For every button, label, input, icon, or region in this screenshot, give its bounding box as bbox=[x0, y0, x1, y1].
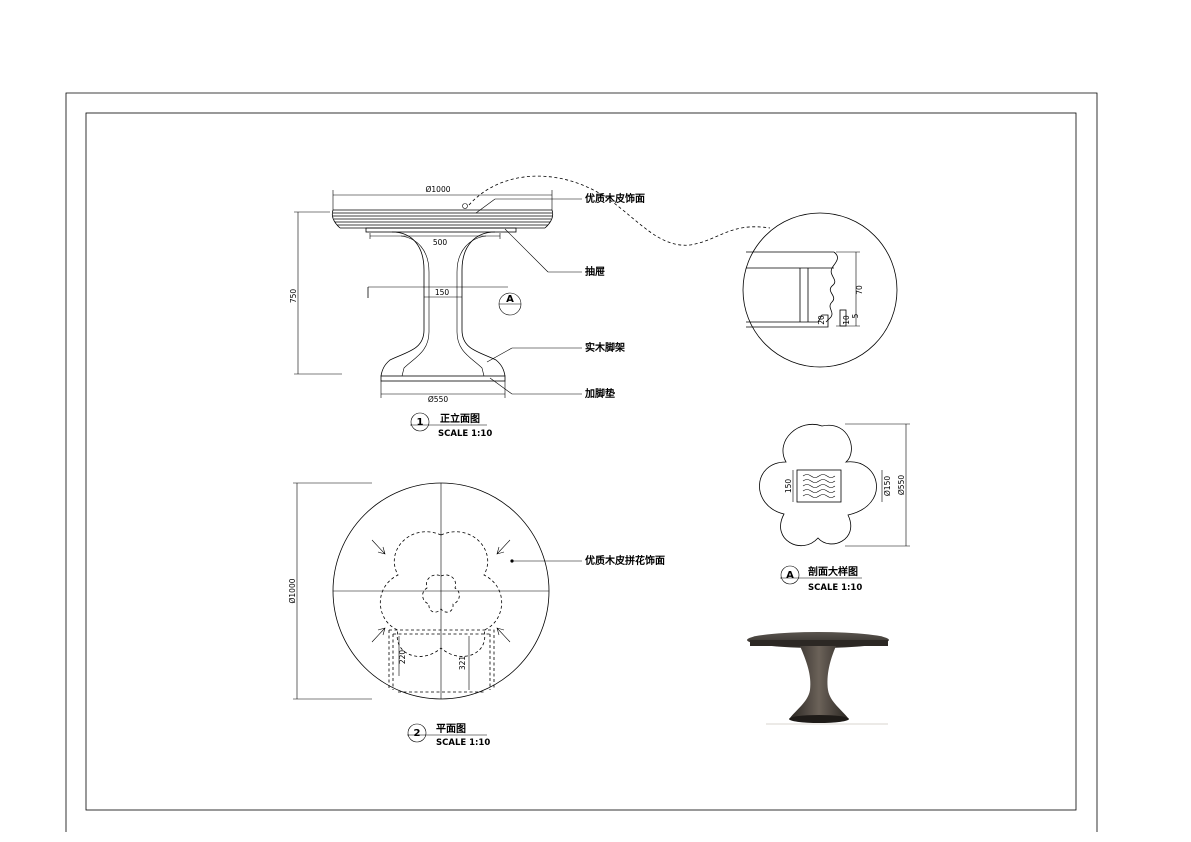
elevation-view: Ø1000 500 bbox=[289, 185, 645, 439]
plan-view: 220 321 Ø1000 优质木皮拼花饰面 2 平面图 SCALE 1:10 bbox=[288, 482, 665, 748]
base-diameter-dimension: Ø550 bbox=[380, 381, 506, 404]
elevation-view-title: 1 正立面图 SCALE 1:10 bbox=[410, 412, 492, 439]
detail-leader-curve bbox=[468, 175, 771, 246]
section-view-marker: A bbox=[786, 570, 794, 581]
detail-dim-20: 20 bbox=[817, 315, 826, 325]
height-label: 750 bbox=[289, 289, 298, 304]
table-top bbox=[331, 209, 554, 229]
table-photo-rendition bbox=[747, 632, 889, 725]
plan-dim-220: 220 bbox=[398, 650, 407, 665]
detail-dim-70: 70 bbox=[855, 285, 864, 295]
section-dim-d150: Ø150 bbox=[883, 476, 892, 496]
plan-view-title-text: 平面图 bbox=[436, 723, 466, 735]
section-view-scale: SCALE 1:10 bbox=[808, 583, 862, 593]
callout-drawer: 抽屉 bbox=[585, 265, 605, 278]
top-diameter-dimension: Ø1000 bbox=[332, 185, 553, 210]
column-width-label: 150 bbox=[435, 288, 450, 297]
pedestal bbox=[380, 231, 506, 382]
sheet-frames bbox=[65, 92, 1098, 832]
section-a-view: 150 Ø150 Ø550 A 剖面大样图 SCALE 1:10 bbox=[759, 423, 910, 593]
section-marker-label: A bbox=[506, 294, 514, 305]
section-dim-150: 150 bbox=[784, 479, 793, 494]
base-diameter-label: Ø550 bbox=[428, 395, 448, 404]
drawer-apron: 500 bbox=[365, 227, 517, 247]
plan-dim-321: 321 bbox=[458, 656, 467, 671]
elevation-view-scale: SCALE 1:10 bbox=[438, 429, 492, 439]
callout-veneer-top: 优质木皮饰面 bbox=[585, 192, 645, 205]
edge-detail-view: 70 5 10 20 bbox=[742, 212, 898, 368]
elevation-view-number: 1 bbox=[417, 417, 424, 428]
plan-view-number: 2 bbox=[414, 728, 421, 739]
callout-solid-wood-frame: 实木脚架 bbox=[585, 341, 625, 354]
plan-diameter-label: Ø1000 bbox=[288, 578, 297, 603]
callout-foot-pad: 加脚垫 bbox=[584, 387, 615, 400]
top-diameter-label: Ø1000 bbox=[426, 185, 451, 194]
plan-view-scale: SCALE 1:10 bbox=[436, 738, 490, 748]
height-dimension: 750 bbox=[289, 211, 342, 375]
section-dim-d550: Ø550 bbox=[897, 475, 906, 495]
section-view-title-text: 剖面大样图 bbox=[808, 565, 858, 578]
elevation-view-title-text: 正立面图 bbox=[440, 412, 480, 425]
detail-dim-5: 5 bbox=[851, 313, 860, 318]
callout-marquetry: 优质木皮拼花饰面 bbox=[585, 554, 665, 567]
detail-dim-10: 10 bbox=[842, 315, 851, 325]
drawer-width-label: 500 bbox=[433, 238, 448, 247]
section-cut-line: 150 A bbox=[367, 286, 522, 316]
elevation-callouts: 优质木皮饰面 抽屉 实木脚架 加脚垫 bbox=[462, 192, 645, 400]
